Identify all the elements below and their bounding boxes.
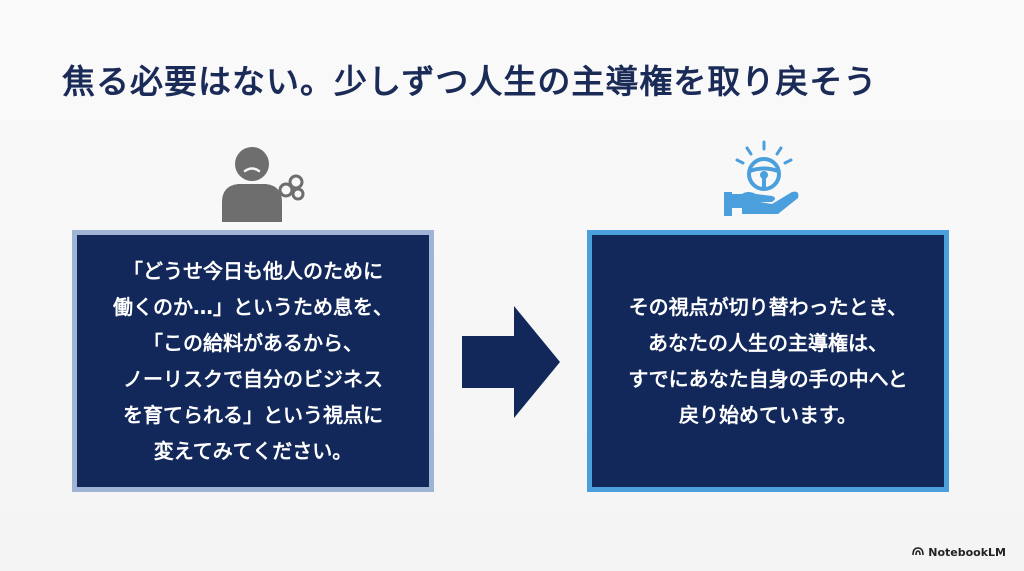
left-card-text: 「どうせ今日も他人のために 働くのか…」というため息を、 「この給料があるから、…	[113, 253, 393, 469]
right-card-line: 戻り始めています。	[678, 403, 857, 427]
right-card-line: その視点が切り替わったとき、	[628, 295, 908, 319]
right-card-line: すでにあなた自身の手の中へと	[628, 367, 908, 391]
sighing-person-icon	[214, 142, 310, 222]
hand-holding-steering-wheel-icon	[722, 138, 806, 222]
left-card-line: ノーリスクで自分のビジネス	[123, 367, 383, 391]
left-card-line: 変えてみてください。	[153, 439, 353, 463]
brand-label: NotebookLM	[928, 546, 1006, 559]
left-card-line: 働くのか…」というため息を、	[113, 295, 393, 319]
notebooklm-logo-icon	[912, 546, 925, 559]
right-card: その視点が切り替わったとき、 あなたの人生の主導権は、 すでにあなた自身の手の中…	[587, 230, 949, 492]
right-card-text: その視点が切り替わったとき、 あなたの人生の主導権は、 すでにあなた自身の手の中…	[628, 289, 907, 433]
right-arrow-icon	[462, 306, 562, 418]
notebooklm-brand: NotebookLM	[912, 546, 1006, 559]
left-card-line: を育てられる」という視点に	[123, 403, 383, 427]
left-card: 「どうせ今日も他人のために 働くのか…」というため息を、 「この給料があるから、…	[72, 230, 434, 492]
left-card-line: 「どうせ今日も他人のために	[123, 259, 383, 283]
left-card-line: 「この給料があるから、	[143, 331, 363, 355]
slide-title: 焦る必要はない。少しずつ人生の主導権を取り戻そう	[62, 62, 878, 101]
right-card-line: あなたの人生の主導権は、	[647, 331, 888, 355]
